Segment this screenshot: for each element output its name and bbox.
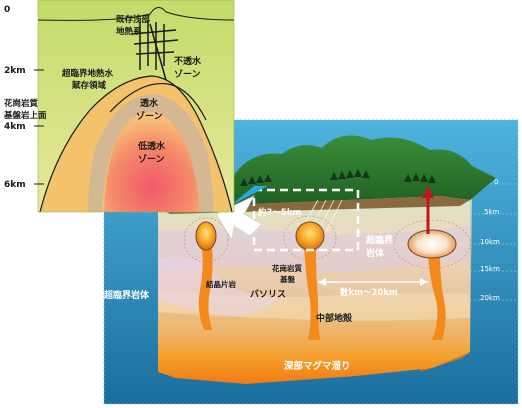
block-depth-0: 0	[494, 178, 498, 186]
label-permeable-2: ゾーン	[136, 110, 163, 122]
label-batholith: バソリス	[250, 289, 286, 300]
label-impermeable-1: 不透水	[174, 55, 202, 67]
label-granite-surface-1: 花崗岩質	[4, 98, 39, 109]
halo-left	[183, 217, 229, 263]
inset-depth-ticks	[34, 69, 44, 185]
inset-impermeable-boundary	[109, 82, 207, 121]
supercritical-body-right-shape	[407, 229, 457, 259]
spacing-wide-arrow-left	[318, 278, 326, 286]
label-supercritical-left: 超臨界岩体	[103, 289, 150, 301]
spacing-wide-arrow-right	[420, 278, 428, 286]
label-existing-system-2: 地熱系	[116, 26, 142, 37]
label-supercritical-right-1: 超臨界	[365, 234, 393, 246]
inset-panel	[37, 0, 235, 213]
halo-right	[393, 219, 471, 269]
label-low-permeable-1: 低透水	[137, 140, 166, 152]
label-granite-basement-2: 基盤	[279, 274, 295, 284]
inset-dome-outline	[39, 75, 233, 213]
label-reservoir-1: 超臨界地熱水	[61, 68, 114, 79]
inset-surface-line	[37, 7, 235, 21]
label-permeable-1: 透水	[140, 97, 159, 109]
zoom-arrow-icon	[215, 195, 263, 242]
inset-depth-0: 0	[4, 5, 10, 15]
label-impermeable-2: ゾーン	[174, 68, 201, 80]
fracture-grid-icon	[131, 20, 179, 81]
label-supercritical-right-2: 岩体	[365, 247, 385, 259]
label-spacing-wide: 数km〜20km	[340, 287, 398, 298]
label-granite-basement-1: 花崗岩質	[272, 263, 302, 273]
inset-reservoir-band	[88, 94, 214, 212]
ocean-dashed-border	[103, 119, 519, 405]
magma-conduit-right	[428, 256, 446, 340]
magma-chamber-center	[295, 221, 325, 251]
label-deep-magma: 深部マグマ溜り	[284, 360, 351, 372]
label-low-permeable-2: ゾーン	[138, 153, 165, 165]
heat-arrow-head	[422, 186, 434, 198]
magma-chamber-left	[195, 221, 217, 251]
inset-depth-6km: 6km	[4, 180, 26, 190]
label-crystalline-schist: 結晶片岩	[206, 279, 236, 289]
focus-box	[252, 188, 360, 252]
magma-conduit-left	[198, 246, 213, 330]
label-reservoir-2: 賦存領域	[71, 80, 107, 91]
block-depth-15km: 15km	[480, 265, 500, 273]
inset-depth-2km: 2km	[4, 66, 26, 76]
magma-conduit-center	[304, 246, 320, 340]
label-middle-crust: 中部地殻	[316, 312, 353, 324]
inset-low-permeable-core	[104, 111, 200, 212]
halo-center	[283, 215, 337, 261]
label-spacing-near: 約3〜5km	[258, 207, 301, 218]
block-depth-20km: 20km	[480, 294, 500, 302]
highlight-arrow	[230, 186, 268, 206]
label-existing-system-1: 既存浅部	[116, 14, 151, 25]
block-depth-10km: 10km	[480, 238, 500, 246]
label-granite-surface-2: 基盤岩上面	[3, 110, 47, 121]
mountain-surface	[158, 135, 496, 208]
batholith-dome-left	[158, 256, 280, 316]
block-depth-5km: 5km	[484, 208, 500, 216]
inset-depth-4km: 4km	[4, 122, 26, 132]
forest-icon	[240, 169, 436, 186]
